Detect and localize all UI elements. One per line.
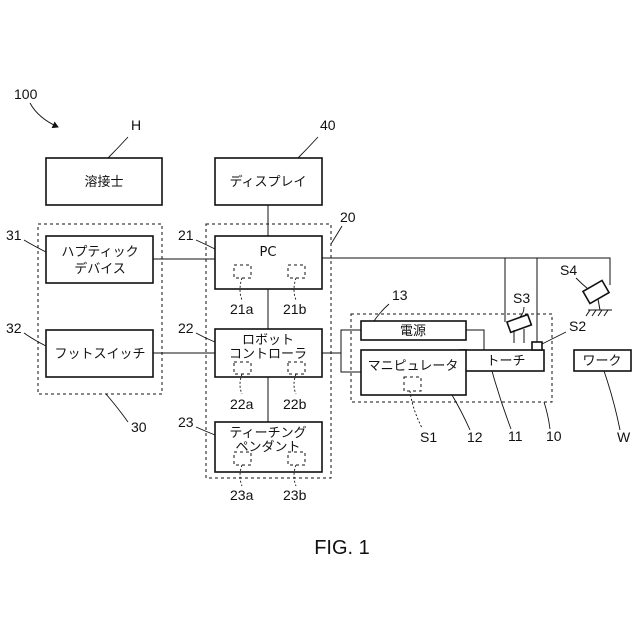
haptic-device-label-2: デバイス (74, 261, 126, 277)
ref-sensor-s1: S1 (420, 429, 437, 445)
ref-footswitch-leader (24, 333, 46, 346)
ref-welder: H (131, 117, 141, 133)
display-label: ディスプレイ (229, 174, 306, 190)
pc-label: PC (260, 245, 277, 260)
pc-box (215, 236, 322, 289)
ref-controller-group: 20 (340, 209, 356, 225)
robot-controller-label-1: ロボット (242, 333, 294, 348)
sensor-s2 (532, 342, 542, 350)
ref-robot-b: 22b (283, 396, 307, 412)
welder-label: 溶接士 (84, 174, 123, 190)
work-label: ワーク (582, 354, 621, 369)
power-label: 電源 (400, 324, 426, 339)
ref-pc-b: 21b (283, 301, 307, 317)
ref-sensor-s2: S2 (569, 318, 586, 334)
teaching-pendant-label-2: ペンダント (235, 440, 300, 455)
ref-robot-group: 10 (546, 428, 562, 444)
figure-caption: FIG. 1 (314, 537, 370, 559)
ref-footswitch: 32 (6, 320, 22, 336)
foot-switch-label: フットスイッチ (54, 347, 145, 362)
ref-operator-group-leader (106, 394, 128, 422)
ref-system: 100 (14, 86, 38, 102)
ref-robot-controller: 22 (178, 320, 194, 336)
ref-sensor-s1-leader (410, 391, 422, 428)
ref-sensor-s3: S3 (513, 290, 530, 306)
ref-pc: 21 (178, 227, 194, 243)
robot-controller-label-2: コントローラ (229, 347, 307, 362)
ref-manipulator-leader (452, 395, 470, 430)
ref-robot-a: 22a (230, 396, 254, 412)
ref-manipulator: 12 (467, 429, 483, 445)
ref-sensor-s4: S4 (560, 262, 577, 278)
haptic-device-label-1: ハプティック (61, 245, 138, 260)
teaching-pendant-label-1: ティーチング (229, 426, 306, 441)
ref-welder-leader (108, 137, 128, 158)
ref-teaching-a: 23a (230, 487, 254, 503)
sensor-s3-camera-icon (507, 315, 531, 343)
sensor-s4-camera-icon (583, 280, 612, 316)
ref-torch: 11 (508, 428, 523, 444)
system-arrow (30, 103, 58, 127)
ref-haptic: 31 (6, 227, 22, 243)
ref-robot-group-leader (544, 402, 550, 429)
torch-label: トーチ (486, 354, 525, 369)
ref-robot-controller-leader (196, 333, 215, 342)
ref-power: 13 (392, 287, 408, 303)
ref-operator-group: 30 (131, 419, 147, 435)
ref-sensor-s2-leader (542, 332, 566, 344)
ref-work: W (617, 429, 631, 445)
ref-controller-group-leader (331, 226, 342, 244)
ref-teaching-b: 23b (283, 487, 307, 503)
ref-haptic-leader (24, 240, 46, 252)
manipulator-label: マニピュレータ (368, 359, 459, 374)
ref-teaching-pendant: 23 (178, 414, 194, 430)
ref-power-leader (374, 304, 389, 321)
ref-torch-leader (492, 371, 511, 429)
ref-sensor-s4-leader (576, 278, 588, 289)
wire-power-torch (466, 330, 484, 350)
ref-work-leader (604, 371, 620, 430)
ref-display-leader (298, 137, 318, 158)
ref-pc-a: 21a (230, 301, 254, 317)
wire-robot-power-manipulator (322, 330, 361, 353)
ref-display: 40 (320, 117, 336, 133)
